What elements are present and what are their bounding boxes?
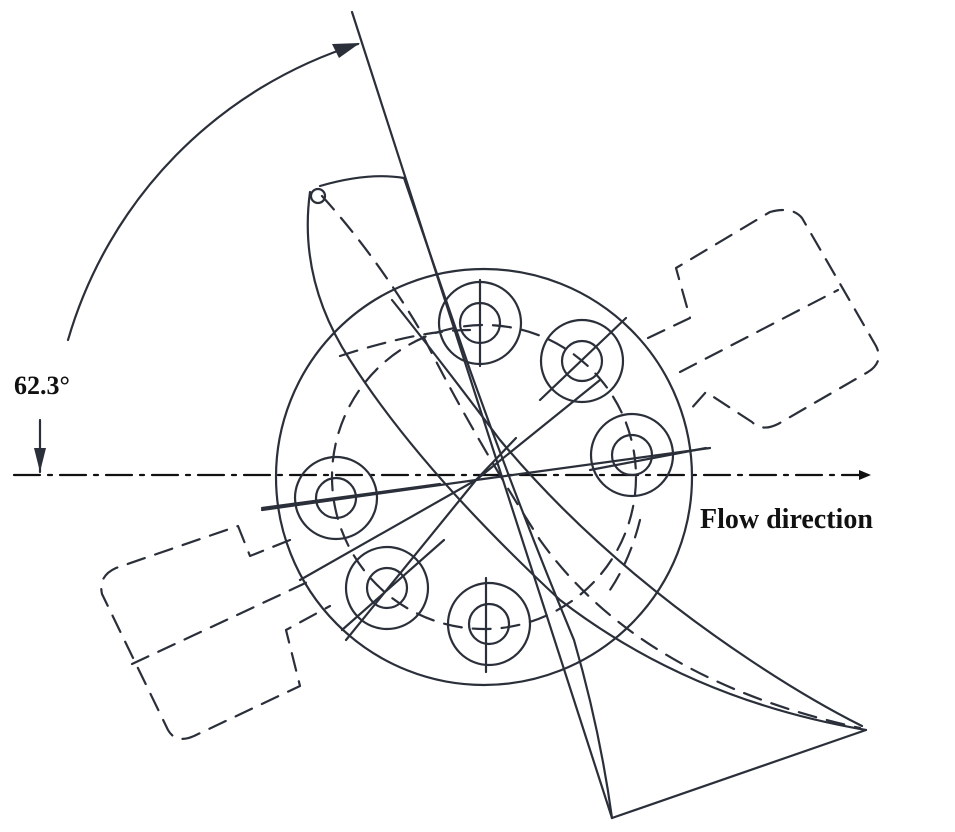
blade-tip-edge	[610, 728, 868, 820]
bolt-hole-1	[437, 278, 523, 368]
blade-inner-dashed-curve	[320, 194, 862, 730]
hub-inner-dashed-circle	[330, 323, 638, 631]
blade-trailing-edge	[318, 175, 614, 820]
lower-left-blade-centerline	[130, 578, 314, 666]
angle-label: 62.3°	[14, 371, 70, 400]
blade-leading-edge	[306, 190, 868, 732]
hub-sweep-arc-right	[608, 518, 642, 592]
upper-right-blade-outline	[646, 208, 880, 429]
bolt-hole-6	[446, 576, 532, 674]
bolt-hole-5	[340, 538, 446, 632]
bolt-hole-4	[260, 455, 442, 541]
bolt-hole-3	[588, 412, 708, 498]
flow-direction-label: Flow direction	[700, 504, 873, 535]
upper-right-blade-centerline	[678, 288, 840, 374]
hub-sweep-arc-upper	[338, 328, 472, 358]
bolt-hole-2	[538, 316, 628, 404]
blade-pivot-hole	[309, 187, 327, 205]
radial-construction-lines	[260, 378, 712, 642]
angle-arc	[66, 42, 360, 342]
hub-outer-circle	[274, 267, 694, 687]
angle-arrowhead-top	[332, 43, 360, 58]
blade-sweep-curve	[390, 298, 864, 728]
angle-arrowhead-bottom	[34, 448, 46, 472]
lower-left-blade-outline	[100, 524, 332, 741]
